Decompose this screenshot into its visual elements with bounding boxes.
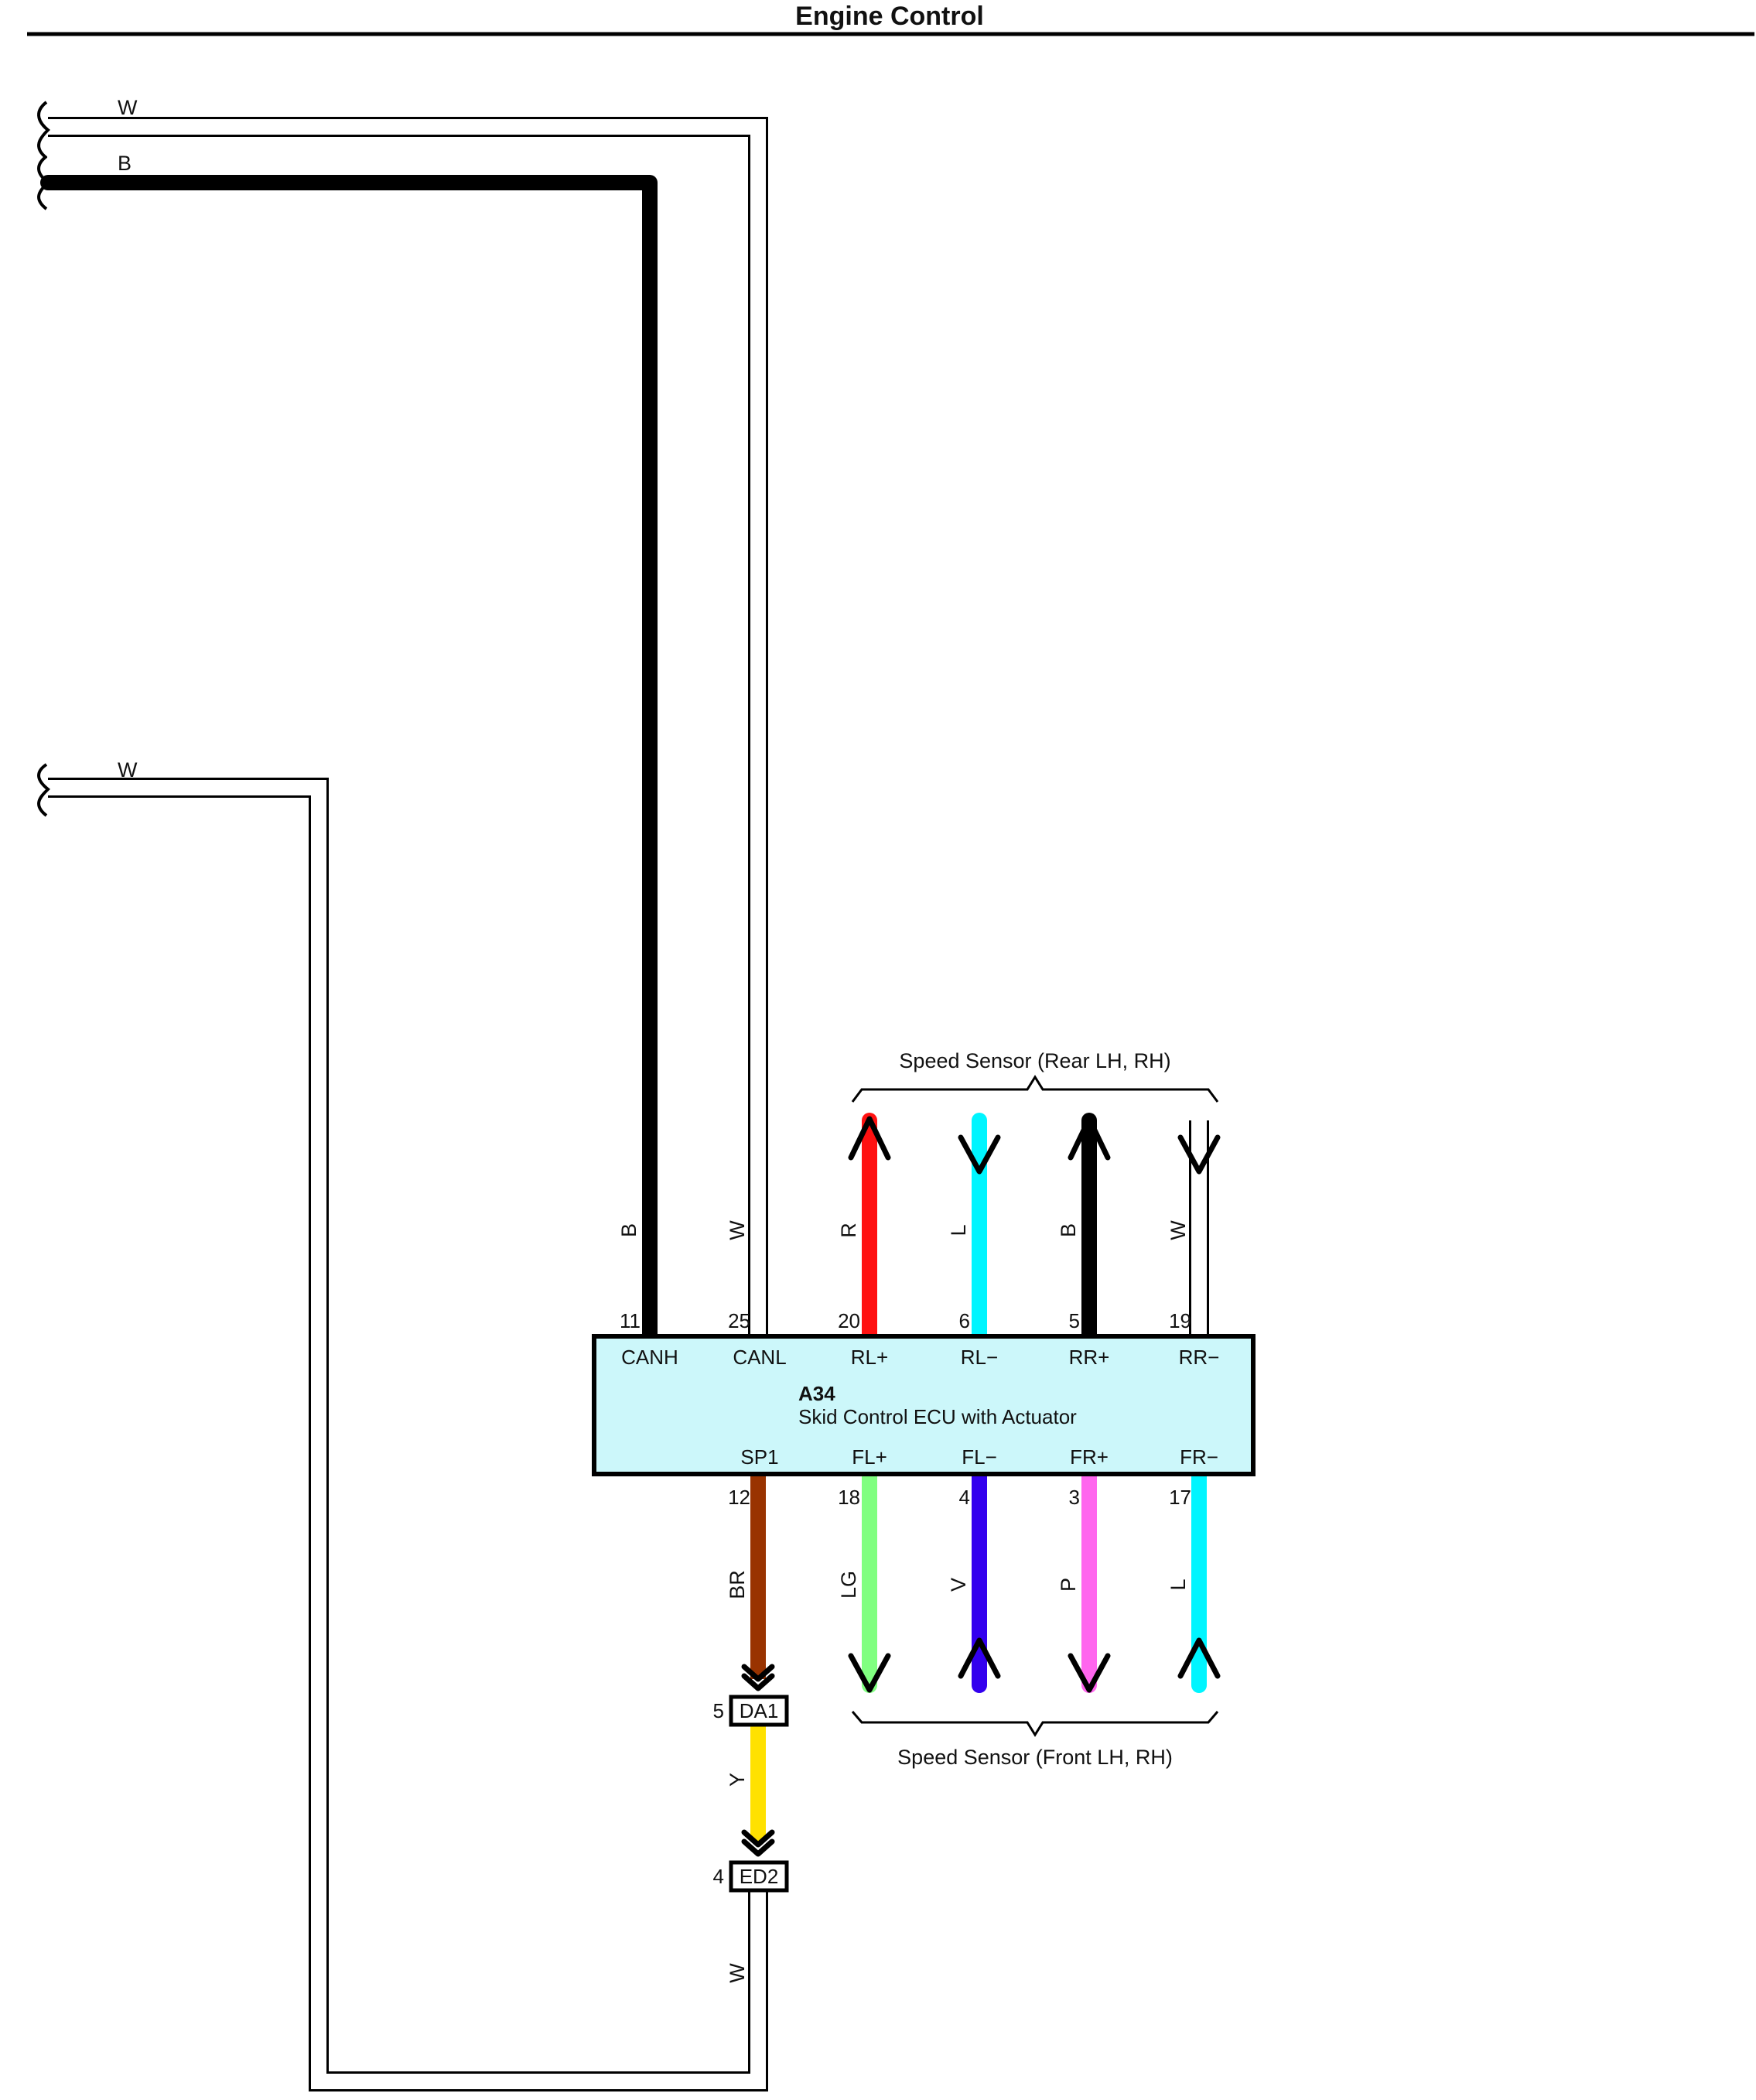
pin-11: 11 [620, 1309, 641, 1332]
wire-b-canh [40, 175, 658, 1343]
wire-code-canh: B [617, 1223, 641, 1237]
wire-code-canl: W [726, 1220, 749, 1240]
pin-3: 3 [1069, 1486, 1080, 1509]
chevron-da1-a [741, 1664, 775, 1682]
arrow-down-rl-minus [958, 1134, 1001, 1175]
pin-18: 18 [838, 1486, 860, 1509]
connector-da1-box [729, 1695, 789, 1727]
wire-label-w-lower: W [118, 758, 138, 782]
pin-17: 17 [1169, 1486, 1191, 1509]
pin-5: 5 [1069, 1309, 1080, 1332]
connector-ed2-box [729, 1860, 789, 1893]
pin-4: 4 [959, 1486, 970, 1509]
wire-break-mark-3 [37, 763, 50, 817]
wire-code-fr-plus: P [1057, 1578, 1080, 1592]
wire-code-rl-plus: R [837, 1223, 860, 1238]
chevron-ed2-b [741, 1838, 775, 1857]
brace-front [851, 1711, 1219, 1737]
wire-w-lower-loop [48, 778, 768, 2091]
arrow-up-rl-plus [848, 1116, 891, 1161]
terminal-fr-plus: FR+ [1070, 1445, 1109, 1469]
chevron-da1-b [741, 1673, 775, 1691]
page-title: Engine Control [795, 2, 984, 31]
wire-break-mark-2 [37, 155, 50, 210]
brace-rear [851, 1075, 1219, 1103]
arrow-down-fl-plus [848, 1653, 891, 1693]
wire-code-fr-minus: L [1167, 1578, 1190, 1590]
connector-ed2-pin: 4 [713, 1865, 724, 1888]
arrow-up-fr-minus [1177, 1637, 1221, 1679]
wire-code-fl-plus: LG [837, 1571, 860, 1599]
wire-code-fl-minus: V [947, 1578, 970, 1592]
pin-25: 25 [728, 1309, 750, 1332]
terminal-fl-minus: FL− [962, 1445, 997, 1469]
terminal-fr-minus: FR− [1180, 1445, 1218, 1469]
terminal-canh: CANH [621, 1346, 678, 1369]
wire-label-w-top: W [118, 96, 138, 119]
pin-19: 19 [1169, 1309, 1191, 1332]
ecu-code: A34 [798, 1382, 835, 1405]
ecu-name: Skid Control ECU with Actuator [798, 1405, 1077, 1428]
wire-code-w-lower: W [726, 1963, 749, 1983]
connector-da1-label: DA1 [740, 1699, 779, 1722]
wire-code-rl-minus: L [947, 1224, 970, 1236]
terminal-rr-minus: RR− [1179, 1346, 1220, 1369]
wire-w-top-to-canl [48, 117, 768, 1336]
terminal-canl: CANL [733, 1346, 786, 1369]
terminal-rr-plus: RR+ [1069, 1346, 1110, 1369]
wire-break-mark-1 [37, 101, 50, 159]
wire-code-y: Y [726, 1773, 749, 1787]
wire-code-rr-plus: B [1057, 1223, 1080, 1237]
arrow-down-fr-plus [1068, 1653, 1111, 1693]
wire-label-b-top: B [118, 152, 132, 175]
chevron-ed2-a [741, 1829, 775, 1848]
connector-ed2-label: ED2 [740, 1865, 779, 1888]
terminal-fl-plus: FL+ [852, 1445, 887, 1469]
sensor-label-rear: Speed Sensor (Rear LH, RH) [899, 1049, 1170, 1072]
ecu-box [592, 1334, 1256, 1476]
terminal-rl-plus: RL+ [851, 1346, 888, 1369]
wire-code-sp1: BR [726, 1570, 749, 1599]
pin-20: 20 [838, 1309, 860, 1332]
arrow-down-rr-minus [1177, 1134, 1221, 1175]
terminal-sp1: SP1 [740, 1445, 778, 1469]
terminal-rl-minus: RL− [961, 1346, 998, 1369]
sensor-label-front: Speed Sensor (Front LH, RH) [897, 1746, 1173, 1769]
arrow-up-rr-plus [1068, 1116, 1111, 1161]
arrow-up-fl-minus [958, 1637, 1001, 1679]
connector-da1-pin: 5 [713, 1699, 724, 1722]
pin-6: 6 [959, 1309, 970, 1332]
pin-12: 12 [728, 1486, 750, 1509]
wire-code-rr-minus: W [1167, 1220, 1190, 1240]
